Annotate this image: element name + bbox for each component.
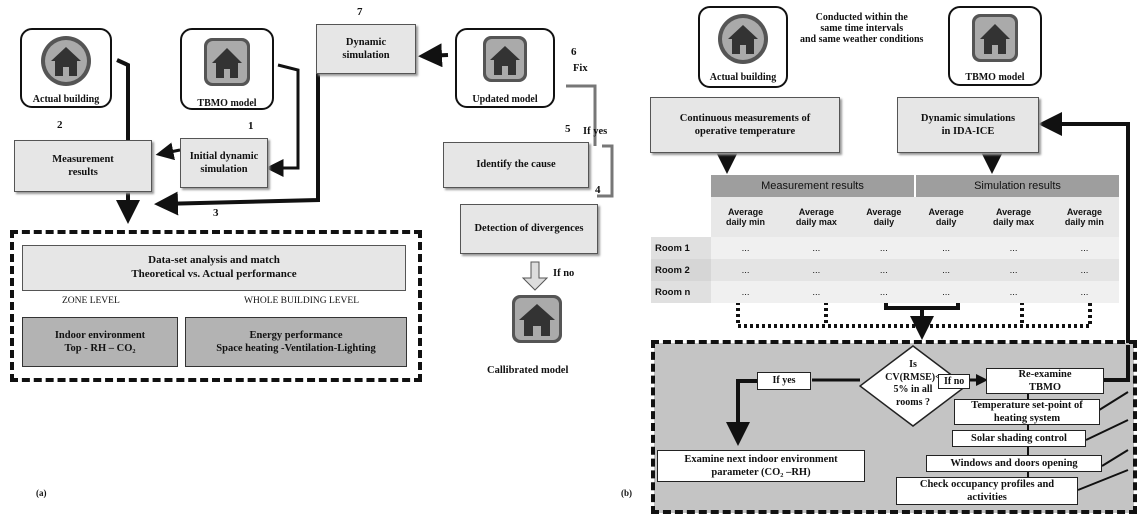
temperature-setpoint-box: Temperature set-point of heating system <box>954 399 1100 425</box>
step-number-7: 7 <box>357 6 363 18</box>
step-number-5: 5 <box>565 123 571 135</box>
conducted-note: Conducted within the same time intervals… <box>800 12 924 45</box>
house-icon <box>204 38 250 86</box>
initial-dynamic-simulation-box: Initial dynamic simulation <box>180 138 268 188</box>
table-cell: ... <box>942 286 951 298</box>
zone-level-label: ZONE LEVEL <box>62 296 120 306</box>
table-cell: ... <box>741 264 750 276</box>
energy-performance-box: Energy performance Space heating -Ventil… <box>185 317 407 367</box>
table-cell: ... <box>1009 286 1018 298</box>
solar-shading-box: Solar shading control <box>952 430 1086 447</box>
row-label: Room 1 <box>651 237 711 259</box>
decision-text: Is CV(RMSE)< 5% in all rooms ? <box>885 359 941 408</box>
examine-next-box: Examine next indoor environment paramete… <box>657 450 865 482</box>
col-header: Average daily max <box>993 207 1035 227</box>
arrow-updated-to-dynamic <box>418 43 449 68</box>
table-cell: ... <box>942 242 951 254</box>
table-cell: ... <box>879 286 888 298</box>
table-cell: ... <box>1009 242 1018 254</box>
step-number-3: 3 <box>213 207 219 219</box>
identify-cause-box: Identify the cause <box>443 142 589 188</box>
calibrated-model-label: Callibrated model <box>487 365 569 376</box>
arrow-initial-to-measurement <box>155 142 181 161</box>
dynamic-simulation-box: Dynamic simulation <box>316 24 416 74</box>
arrow-tbmo-to-initial <box>265 63 300 177</box>
if-yes-box: If yes <box>757 372 811 390</box>
whole-building-level-label: WHOLE BUILDING LEVEL <box>244 296 360 306</box>
dynamic-simulations-box: Dynamic simulations in IDA-ICE <box>897 97 1039 153</box>
table-cell: ... <box>1080 286 1089 298</box>
actual-building-icon-frame: Actual building <box>20 28 112 108</box>
house-icon <box>718 14 768 64</box>
col-header: Average daily max <box>795 207 837 227</box>
table-cell: ... <box>1080 264 1089 276</box>
house-icon <box>41 36 91 86</box>
table-cell: ... <box>741 242 750 254</box>
arrow-if-no <box>521 261 549 291</box>
updated-model-label: Updated model <box>472 94 538 105</box>
if-no-label-right: If no <box>938 374 971 389</box>
fix-label: Fix <box>573 63 588 74</box>
table-cell: ... <box>812 242 821 254</box>
table-cell: ... <box>1009 264 1018 276</box>
step-number-4: 4 <box>595 184 601 196</box>
detection-divergences-box: Detection of divergences <box>460 204 598 254</box>
continuous-measurements-box: Continuous measurements of operative tem… <box>650 97 840 153</box>
step-number-6: 6 <box>571 46 577 58</box>
right-actual-building-label: Actual building <box>709 72 777 83</box>
col-header: Average daily <box>928 207 964 227</box>
analysis-container <box>10 230 422 382</box>
decision-panel-border <box>651 340 1137 514</box>
calibrated-model-icon <box>509 292 565 346</box>
if-no-label: If no <box>553 268 575 279</box>
simulation-results-header: Simulation results <box>913 175 1119 197</box>
table-cell: ... <box>812 286 821 298</box>
tbmo-model-label: TBMO model <box>197 98 257 109</box>
col-header: Average daily min <box>1064 207 1104 227</box>
arrow-4 <box>597 144 614 198</box>
col-header: Average daily min <box>726 207 766 227</box>
table-cell: ... <box>879 242 888 254</box>
arrow-3 <box>154 72 320 216</box>
row-label: Room n <box>651 281 711 303</box>
house-icon <box>483 36 527 82</box>
step-number-2: 2 <box>57 119 63 131</box>
col-header: Average daily <box>866 207 902 227</box>
measurement-results-box: Measurement results <box>14 140 152 192</box>
table-cell: ... <box>942 264 951 276</box>
reexamine-box: Re-examine TBMO <box>986 368 1104 394</box>
right-tbmo-model-label: TBMO model <box>965 72 1025 83</box>
updated-model-icon-frame: Updated model <box>455 28 555 108</box>
tbmo-model-icon-frame: TBMO model <box>180 28 274 110</box>
table-cell: ... <box>741 286 750 298</box>
right-actual-building-icon-frame: Actual building <box>698 6 788 88</box>
windows-doors-box: Windows and doors opening <box>926 455 1102 472</box>
dataset-analysis-box: Data-set analysis and match Theoretical … <box>22 245 406 291</box>
decision-diamond: Is CV(RMSE)< 5% in all rooms ? <box>858 345 968 427</box>
occupancy-box: Check occupancy profiles and activities <box>896 477 1078 505</box>
solid-bracket <box>884 296 960 334</box>
right-tbmo-model-icon-frame: TBMO model <box>948 6 1042 86</box>
if-yes-label: If yes <box>583 126 608 137</box>
step-number-1: 1 <box>248 120 254 132</box>
row-label: Room 2 <box>651 259 711 281</box>
results-table: Measurement results Simulation results A… <box>651 175 1119 303</box>
arrow-5-6 <box>566 84 597 146</box>
measurement-results-header: Measurement results <box>711 175 915 197</box>
actual-building-label: Actual building <box>32 94 100 105</box>
table-cell: ... <box>1080 242 1089 254</box>
table-cell: ... <box>812 264 821 276</box>
house-icon <box>972 14 1018 62</box>
indoor-environment-box: Indoor environment Top - RH – CO₂ <box>22 317 178 367</box>
table-cell: ... <box>879 264 888 276</box>
panel-b-label: (b) <box>621 488 632 498</box>
panel-a-label: (a) <box>36 488 47 498</box>
